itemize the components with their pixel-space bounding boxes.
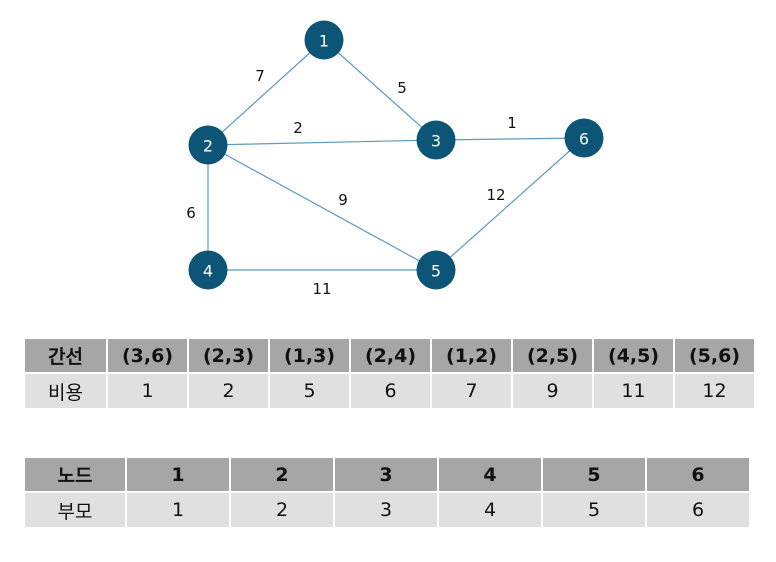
edge-table-cell: 1 [108, 374, 187, 408]
edge-weight-label: 7 [255, 67, 265, 85]
edge-table-header-cell: 간선 [25, 339, 106, 372]
node-table-cell: 2 [231, 493, 333, 527]
edge-weight-label: 2 [293, 119, 303, 137]
graph-node-5: 5 [416, 250, 456, 290]
node-table-header-cell: 2 [231, 458, 333, 491]
node-table-header-cell: 1 [127, 458, 229, 491]
edge-table-cell: 11 [594, 374, 673, 408]
edge-weight-label: 9 [338, 191, 348, 209]
node-circle [564, 118, 604, 158]
edge-cost-table: 간선 (3,6) (2,3) (1,3) (2,4) (1,2) (2,5) (… [23, 337, 756, 410]
node-table-cell: 3 [335, 493, 437, 527]
edge-table-header-cell: (3,6) [108, 339, 187, 372]
edge-2-3 [207, 139, 437, 146]
node-table-cell: 4 [439, 493, 541, 527]
graph-node-3: 3 [416, 120, 456, 160]
graph-node-4: 4 [188, 250, 228, 290]
node-circle [188, 250, 228, 290]
node-table-cell: 부모 [25, 493, 125, 527]
node-parent-table: 노드 1 2 3 4 5 6 부모 1 2 3 4 5 6 [23, 456, 751, 529]
edge-table-cell: 6 [351, 374, 430, 408]
node-label: 2 [203, 137, 213, 156]
edge-table-header-cell: (2,3) [189, 339, 268, 372]
node-circle [304, 20, 344, 60]
edge-weight-label: 6 [186, 204, 196, 222]
node-table-header-cell: 4 [439, 458, 541, 491]
node-label: 1 [319, 32, 329, 51]
edge-table-cell: 2 [189, 374, 268, 408]
edge-weight-label: 12 [486, 186, 505, 204]
edge-3-6 [435, 137, 585, 141]
edge-table-cell: 7 [432, 374, 511, 408]
edge-table-header-cell: (4,5) [594, 339, 673, 372]
node-table-cell: 5 [543, 493, 645, 527]
edge-weight-label: 11 [312, 280, 331, 298]
node-circle [188, 125, 228, 165]
edge-5-6 [435, 137, 585, 271]
edge-weight-label: 1 [507, 114, 517, 132]
node-label: 3 [431, 132, 441, 151]
node-table-parent-row: 부모 1 2 3 4 5 6 [25, 493, 749, 527]
edge-2-5 [207, 144, 437, 271]
edge-table-header-cell: (2,5) [513, 339, 592, 372]
edge-table-header-cell: (1,3) [270, 339, 349, 372]
node-table-cell: 1 [127, 493, 229, 527]
graph-node-1: 1 [304, 20, 344, 60]
edge-table-header-row: 간선 (3,6) (2,3) (1,3) (2,4) (1,2) (2,5) (… [25, 339, 754, 372]
node-table-header-cell: 6 [647, 458, 749, 491]
node-table-cell: 6 [647, 493, 749, 527]
node-circle [416, 250, 456, 290]
node-table-header-cell: 노드 [25, 458, 125, 491]
edge-table-cell: 비용 [25, 374, 106, 408]
graph-node-6: 6 [564, 118, 604, 158]
node-circle [416, 120, 456, 160]
node-table-header-row: 노드 1 2 3 4 5 6 [25, 458, 749, 491]
edge-1-3 [323, 39, 437, 141]
graph-node-2: 2 [188, 125, 228, 165]
node-table-header-cell: 5 [543, 458, 645, 491]
edge-weight-label: 5 [397, 79, 407, 97]
edge-table-header-cell: (1,2) [432, 339, 511, 372]
edge-1-2 [207, 39, 325, 146]
edge-table-cell: 9 [513, 374, 592, 408]
edge-table-cost-row: 비용 1 2 5 6 7 9 11 12 [25, 374, 754, 408]
edge-table-header-cell: (5,6) [675, 339, 754, 372]
edge-table-header-cell: (2,4) [351, 339, 430, 372]
node-label: 4 [203, 262, 213, 281]
edge-table-cell: 12 [675, 374, 754, 408]
edge-table-cell: 5 [270, 374, 349, 408]
node-table-header-cell: 3 [335, 458, 437, 491]
node-label: 6 [579, 130, 589, 149]
node-label: 5 [431, 262, 441, 281]
